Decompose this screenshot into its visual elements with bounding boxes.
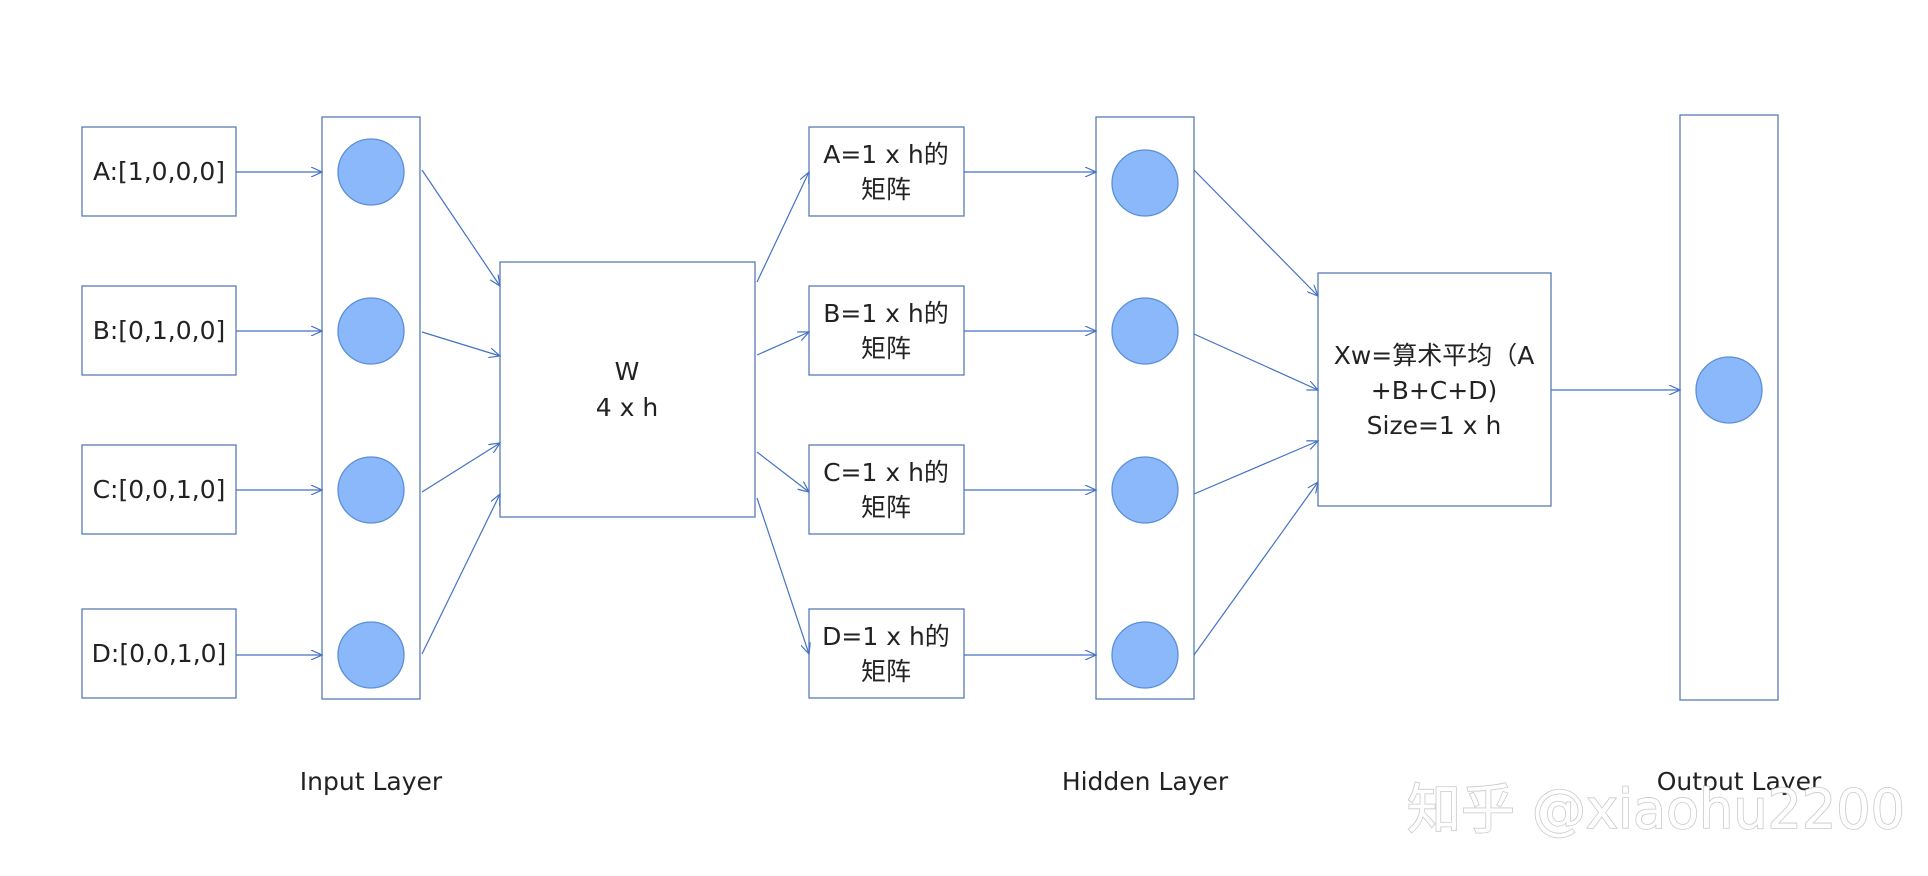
weight-matrix-box: W 4 x h — [499, 261, 756, 518]
hidden-node-1 — [1111, 149, 1179, 217]
hidden-box-c: C=1 x h的 矩阵 — [808, 444, 965, 535]
hidden-box-d-line2: 矩阵 — [861, 657, 911, 686]
arrow-node3-w — [421, 443, 500, 493]
input-node-1 — [337, 138, 405, 206]
arrow-node4-w — [421, 494, 500, 655]
arrow-node1-w — [421, 169, 500, 286]
input-label-b: B:[0,1,0,0] — [93, 316, 226, 345]
arrow-w-d — [756, 497, 809, 654]
input-box-d: D:[0,0,1,0] — [81, 608, 237, 699]
hidden-layer-column — [1095, 116, 1195, 700]
arrow-hnode2-avg — [1193, 333, 1318, 390]
input-label-c: C:[0,0,1,0] — [93, 475, 226, 504]
watermark: 知乎 @xiaohu2200 — [1407, 778, 1905, 841]
hidden-box-b-line2: 矩阵 — [861, 334, 911, 363]
arrow-node2-w — [421, 331, 500, 356]
input-node-2 — [337, 297, 405, 365]
input-box-b: B:[0,1,0,0] — [81, 285, 237, 376]
hidden-box-a-line1: A=1 x h的 — [823, 140, 949, 169]
hidden-box-c-line1: C=1 x h的 — [823, 458, 949, 487]
hidden-node-4 — [1111, 621, 1179, 689]
arrow-hnode1-avg — [1193, 169, 1318, 296]
input-label-d: D:[0,0,1,0] — [92, 639, 227, 668]
average-line1: Xw=算术平均（A — [1334, 341, 1535, 370]
hidden-box-a: A=1 x h的 矩阵 — [808, 126, 965, 217]
weight-label: W — [615, 357, 640, 386]
hidden-box-d: D=1 x h的 矩阵 — [808, 608, 965, 699]
hidden-box-b: B=1 x h的 矩阵 — [808, 285, 965, 376]
input-box-c: C:[0,0,1,0] — [81, 444, 237, 535]
average-line3: Size=1 x h — [1367, 411, 1502, 440]
arrow-w-c — [756, 451, 809, 492]
hidden-box-c-line2: 矩阵 — [861, 493, 911, 522]
arrow-hnode3-avg — [1193, 441, 1318, 495]
input-node-3 — [337, 456, 405, 524]
input-layer-label: Input Layer — [300, 767, 443, 796]
input-layer-column — [321, 116, 421, 700]
output-node — [1695, 356, 1763, 424]
hidden-node-2 — [1111, 297, 1179, 365]
output-layer-label: Output Layer — [1657, 767, 1822, 796]
hidden-box-d-line1: D=1 x h的 — [822, 622, 950, 651]
weight-size: 4 x h — [596, 393, 658, 422]
hidden-box-b-line1: B=1 x h的 — [823, 299, 949, 328]
input-node-4 — [337, 621, 405, 689]
average-line2: +B+C+D) — [1371, 376, 1497, 405]
arrow-hnode4-avg — [1193, 482, 1318, 656]
hidden-box-a-line2: 矩阵 — [861, 175, 911, 204]
hidden-layer-label: Hidden Layer — [1062, 767, 1229, 796]
input-label-a: A:[1,0,0,0] — [93, 157, 225, 186]
arrow-w-a — [756, 172, 809, 283]
hidden-node-3 — [1111, 456, 1179, 524]
arrow-w-b — [756, 332, 809, 356]
input-box-a: A:[1,0,0,0] — [81, 126, 237, 217]
average-box: Xw=算术平均（A +B+C+D) Size=1 x h — [1317, 272, 1552, 507]
